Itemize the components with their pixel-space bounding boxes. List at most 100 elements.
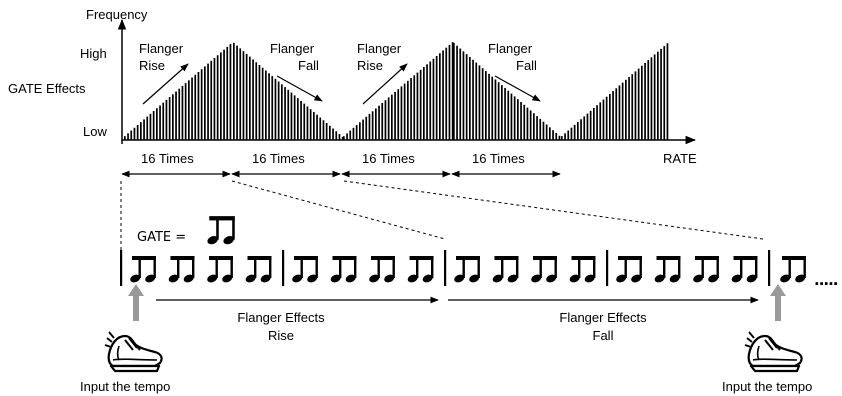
waveform-bar xyxy=(204,66,206,140)
interval-label-2: 16 Times xyxy=(252,151,305,166)
waveform-bar xyxy=(650,57,653,141)
tempo-arrow-right xyxy=(770,284,786,321)
waveform-bar xyxy=(485,71,487,140)
waveform-bar xyxy=(168,97,171,140)
waveform-bar xyxy=(365,116,368,140)
waveform-bar xyxy=(371,111,374,140)
waveform-bar xyxy=(413,75,416,140)
waveform-bar xyxy=(504,87,506,140)
waveform-bar xyxy=(539,118,542,140)
waveform-bar xyxy=(583,116,586,140)
connector-right xyxy=(343,180,764,240)
shoe-tap-icon xyxy=(104,330,163,373)
waveform-bar xyxy=(529,110,532,140)
phase-3-top-label: Flanger xyxy=(357,41,402,56)
waveform-bar xyxy=(346,133,348,140)
waveform-bar xyxy=(124,136,126,140)
waveform-bar xyxy=(207,63,209,140)
waveform-bar xyxy=(593,107,595,140)
interval-label-3: 16 Times xyxy=(362,151,415,166)
waveform-bar xyxy=(329,125,331,140)
waveform-bar xyxy=(625,79,627,140)
waveform-bar xyxy=(536,116,538,140)
waveform-bar xyxy=(663,46,666,140)
waveform-bar xyxy=(561,136,563,140)
waveform-bar xyxy=(239,48,242,140)
y-low-label: Low xyxy=(83,124,107,139)
waveform-bar xyxy=(213,58,216,140)
waveform-bar xyxy=(416,72,419,140)
waveform-bar xyxy=(475,62,478,140)
waveform-bar xyxy=(184,83,187,140)
waveform-bar xyxy=(510,93,513,140)
waveform-bar xyxy=(429,61,432,140)
waveform-bar xyxy=(188,80,190,140)
waveform-bar xyxy=(156,108,158,140)
waveform-bar xyxy=(387,97,390,140)
waveform-bar xyxy=(181,85,184,140)
waveform-bar xyxy=(146,116,149,140)
waveform-bar xyxy=(265,70,267,140)
waveform-bar xyxy=(644,62,646,140)
waveform-bar xyxy=(362,119,364,140)
waveform-bar xyxy=(589,110,592,140)
waveform-bar xyxy=(165,99,168,140)
effect-rise-line1: Flanger Effects xyxy=(237,310,325,325)
waveform-bar xyxy=(445,47,448,141)
waveform-bar xyxy=(472,59,474,140)
waveform-bar xyxy=(558,135,561,140)
waveform-bar xyxy=(423,67,425,140)
waveform-bar xyxy=(397,89,400,140)
gate-label: GATE = xyxy=(137,230,186,245)
waveform-bar xyxy=(255,62,258,140)
waveform-bar xyxy=(220,52,222,140)
eighth-note-pair-icon xyxy=(615,256,643,284)
waveform-bar xyxy=(501,85,503,140)
eighth-note-pair-icon xyxy=(291,256,319,284)
waveform-bar xyxy=(284,87,286,140)
x-axis-label: RATE xyxy=(663,151,697,166)
waveform-bar xyxy=(647,60,650,141)
waveform-bar xyxy=(442,50,444,140)
waveform-bar xyxy=(605,96,608,140)
waveform-bar xyxy=(258,64,261,140)
waveform-bar xyxy=(319,117,322,140)
waveform-bar xyxy=(609,93,611,140)
phase-4-top-label: Flanger xyxy=(488,41,533,56)
waveform-bar xyxy=(410,78,412,140)
waveform-bar xyxy=(355,125,358,140)
waveform-bar xyxy=(542,121,545,140)
waveform-bar xyxy=(297,98,299,140)
eighth-note-pair-icon xyxy=(206,256,234,284)
eighth-note-pair-icon xyxy=(530,256,558,284)
waveform-bar xyxy=(338,134,341,140)
waveform-bar xyxy=(149,113,152,140)
waveform-bar xyxy=(517,99,519,140)
waveform-bar xyxy=(555,132,558,140)
gate-effects-label: GATE Effects xyxy=(8,81,86,96)
waveform-bar xyxy=(252,59,254,141)
waveform-bar xyxy=(249,56,251,140)
eighth-note-pair-icon xyxy=(692,256,720,284)
gate-note-icon xyxy=(206,216,236,246)
waveform-bar xyxy=(615,88,618,140)
shoe-tap-icon xyxy=(744,330,803,373)
waveform-bar xyxy=(602,99,605,140)
eighth-note-pair-icon xyxy=(167,256,195,284)
eighth-note-pair-icon xyxy=(406,256,434,284)
waveform-bar xyxy=(432,58,435,140)
waveform-bar xyxy=(394,91,396,140)
y-high-label: High xyxy=(80,46,107,61)
phase-4-bottom-label: Fall xyxy=(516,58,537,73)
waveform-bar xyxy=(293,95,296,140)
waveform-bar xyxy=(178,88,181,140)
waveform-bar xyxy=(368,114,371,140)
waveform-bar xyxy=(573,124,576,140)
waveform-bar xyxy=(216,55,219,140)
connector-mid xyxy=(231,180,446,240)
note-measures xyxy=(120,250,807,286)
bar-line xyxy=(120,250,123,286)
waveform-bar xyxy=(223,49,225,140)
tempo-arrow-left xyxy=(128,284,144,321)
